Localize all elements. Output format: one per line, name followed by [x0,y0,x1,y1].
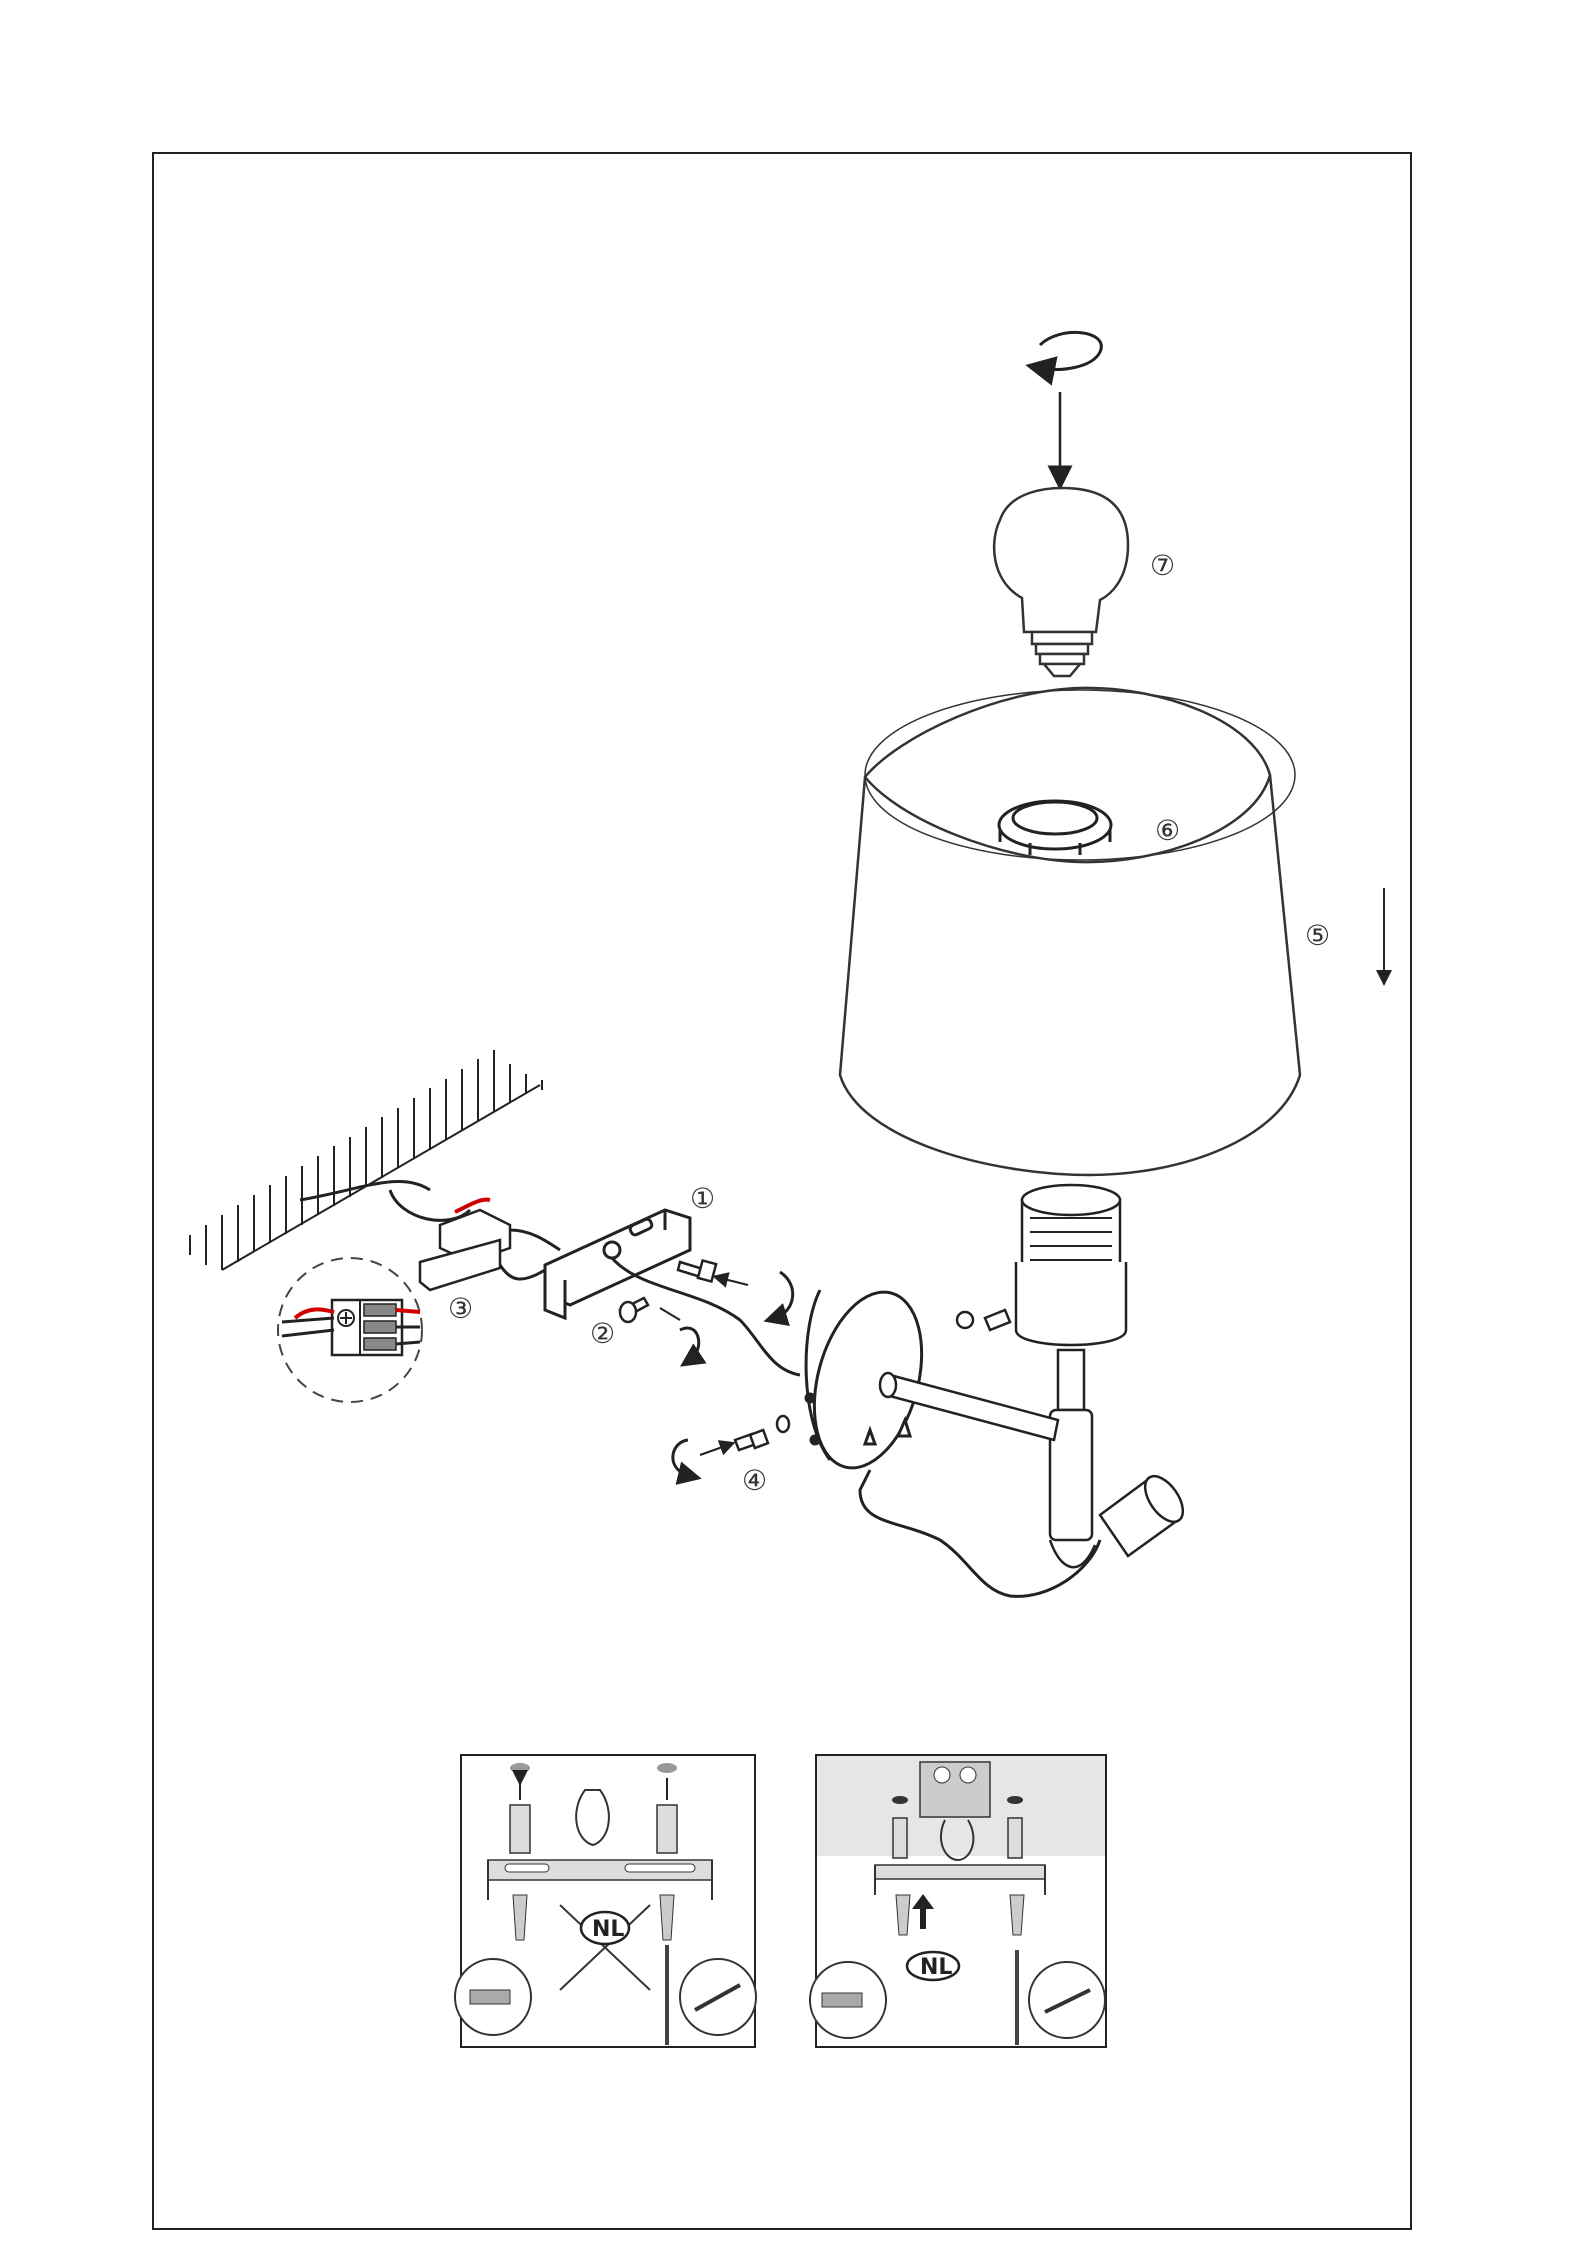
label-shade: ⑤ [1305,919,1330,952]
socket-screw [957,1310,1010,1330]
reading-light [1100,1470,1190,1556]
lamp-socket [1016,1185,1126,1540]
terminal-detail [278,1258,422,1402]
label-terminal: ③ [448,1292,473,1325]
connector-block [420,1200,560,1290]
base-screw [673,1416,789,1476]
label-ring: ⑥ [1155,814,1180,847]
label-base-screw: ④ [742,1464,767,1497]
mounting-panel-correct: NL [810,1755,1106,2047]
label-bracket: ① [690,1182,715,1215]
wall-plate [796,1280,939,1480]
label-bulb: ⑦ [1150,549,1175,582]
mounting-panel-incorrect: NL [455,1755,756,2047]
lamp-shade [840,688,1300,1175]
rotate-arrow-bulb [1040,332,1101,369]
light-bulb [994,488,1128,676]
bracket-screw-bottom [620,1298,699,1360]
label-bracket-screw: ② [590,1317,615,1350]
nl-badge-right: NL [920,1955,952,1980]
nl-badge-left: NL [592,1917,624,1942]
bracket-screw-top [678,1260,793,1318]
